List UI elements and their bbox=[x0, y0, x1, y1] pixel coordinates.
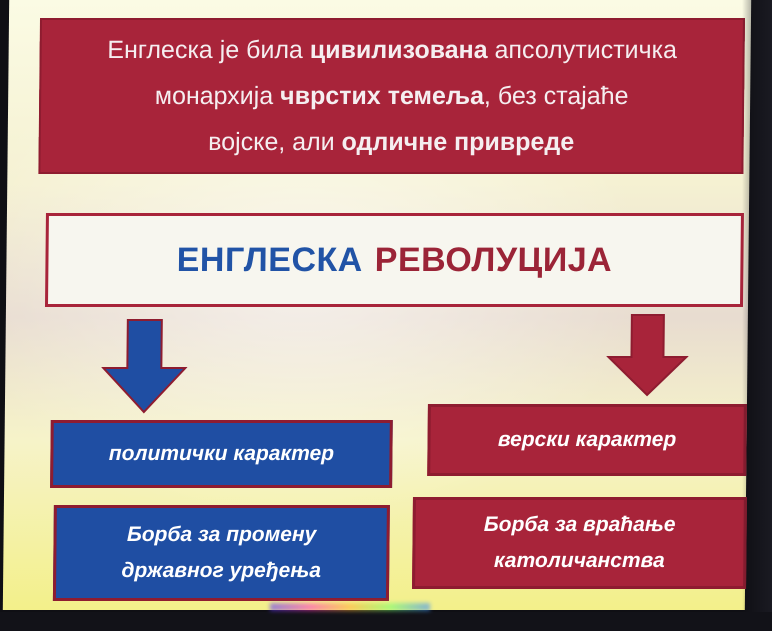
arrow-down-right-icon bbox=[606, 314, 689, 397]
religious-character-box: верски карактер bbox=[427, 404, 747, 476]
political-character-label: политички карактер bbox=[108, 442, 335, 465]
projector-light-artifact bbox=[270, 603, 430, 611]
religious-goal-line-2: католичанства bbox=[493, 549, 665, 572]
arrow-down-left-icon bbox=[101, 319, 188, 414]
political-character-box: политички карактер bbox=[50, 420, 393, 488]
political-goal-box: Борба за промену државног уређења bbox=[52, 505, 390, 601]
intro-text: монархија bbox=[154, 82, 281, 110]
religious-goal-box: Борба за враћање католичанства bbox=[412, 497, 747, 589]
religious-character-label: верски карактер bbox=[497, 428, 677, 451]
intro-emphasis: одличне привреде bbox=[341, 128, 575, 156]
screen-bottom-edge bbox=[0, 612, 772, 631]
political-goal-line-1: Борба за промену bbox=[126, 523, 317, 546]
intro-line-3: војске, али одличне привреде bbox=[208, 119, 574, 165]
intro-text: Енглеска је била bbox=[107, 36, 311, 64]
intro-text: , без стајаће bbox=[483, 82, 629, 110]
intro-text-box: Енглеска је била цивилизована апсолутист… bbox=[38, 18, 746, 174]
intro-text: апсолутистичка bbox=[487, 36, 678, 64]
intro-line-1: Енглеска је била цивилизована апсолутист… bbox=[107, 27, 677, 73]
title-box: ЕНГЛЕСКА РЕВОЛУЦИЈА bbox=[44, 213, 744, 307]
intro-emphasis: цивилизована bbox=[309, 36, 488, 64]
title-part-1: ЕНГЛЕСКА bbox=[176, 240, 364, 279]
screen-edge-shadow bbox=[742, 0, 772, 631]
intro-line-2: монархија чврстих темеља, без стајаће bbox=[155, 73, 629, 119]
intro-emphasis: чврстих темеља bbox=[279, 82, 485, 110]
religious-goal-line-1: Борба за враћање bbox=[483, 513, 676, 536]
slide: Енглеска је била цивилизована апсолутист… bbox=[2, 0, 752, 610]
title-part-2: РЕВОЛУЦИЈА bbox=[374, 240, 613, 279]
intro-text: војске, али bbox=[208, 128, 342, 156]
political-goal-line-2: државног уређења bbox=[121, 559, 322, 582]
